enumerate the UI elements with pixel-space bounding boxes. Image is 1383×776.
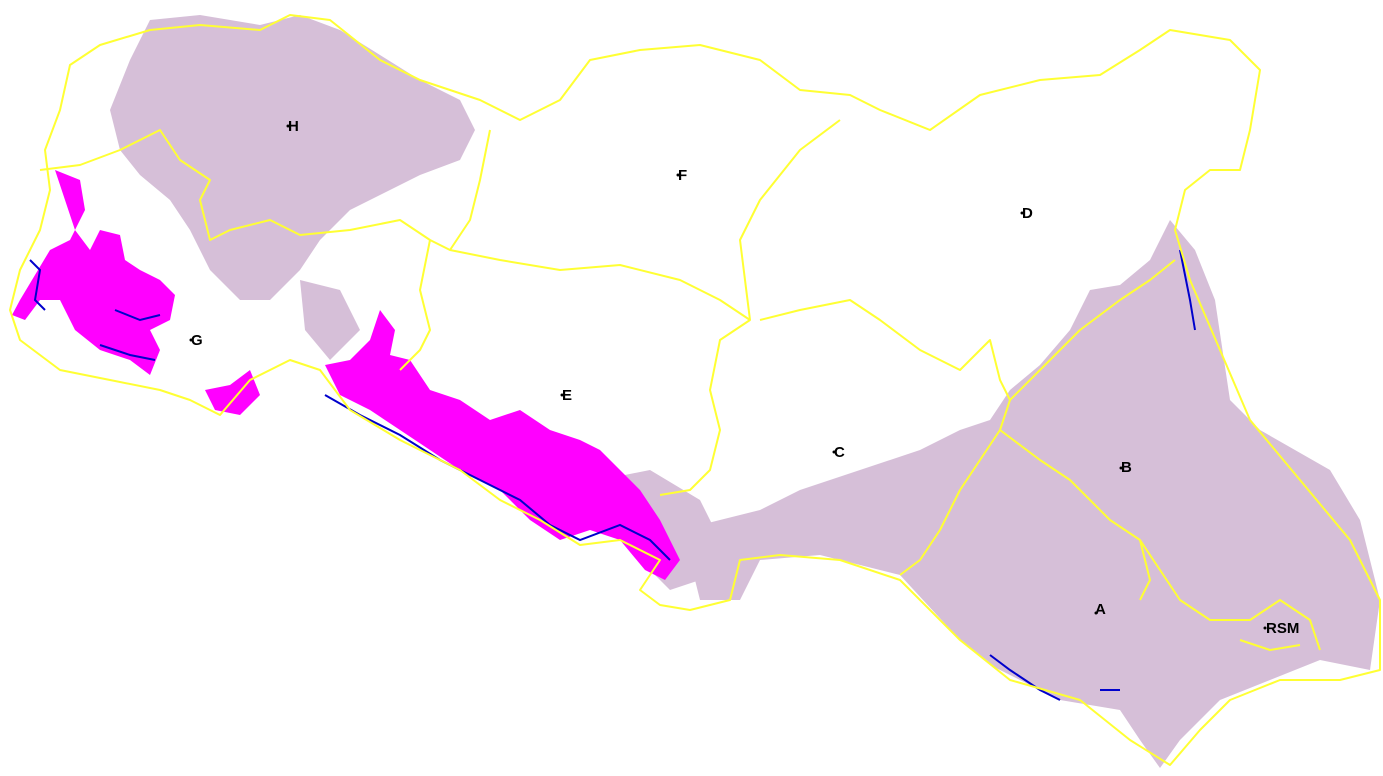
blue-outline-southeast — [989, 249, 1196, 701]
zone-label-c: C — [834, 444, 845, 461]
lavender-area-northwest — [110, 15, 475, 300]
internal-boundary-5 — [759, 259, 1176, 401]
zone-label-g: G — [191, 332, 203, 349]
lavender-area-southeast — [690, 220, 1380, 768]
internal-boundary-1 — [39, 129, 491, 251]
magenta-area-west — [12, 170, 175, 375]
magenta-area-south-coast — [325, 310, 680, 580]
zone-label-f: F — [678, 167, 687, 184]
zone-label-b: B — [1121, 459, 1132, 476]
internal-boundary-2 — [449, 119, 841, 321]
internal-boundary-7 — [999, 429, 1321, 651]
zone-label-group: A B C D E F G H RSM — [189, 118, 1299, 637]
internal-boundary-3 — [399, 239, 431, 371]
outer-boundary — [9, 14, 1381, 766]
zone-label-e: E — [562, 387, 572, 404]
blue-outline-coast — [324, 394, 671, 561]
zone-label-a: A — [1095, 601, 1106, 618]
internal-boundary-4 — [659, 319, 751, 496]
magenta-area-small — [205, 370, 260, 415]
internal-boundary-9 — [1239, 639, 1301, 651]
zone-label-d: D — [1022, 205, 1033, 222]
zone-label-rsm: RSM — [1266, 620, 1299, 637]
lavender-area-south-center — [300, 280, 360, 360]
blue-outline-west — [29, 259, 161, 361]
internal-boundary-8 — [1139, 539, 1151, 601]
zone-label-h: H — [288, 118, 299, 135]
